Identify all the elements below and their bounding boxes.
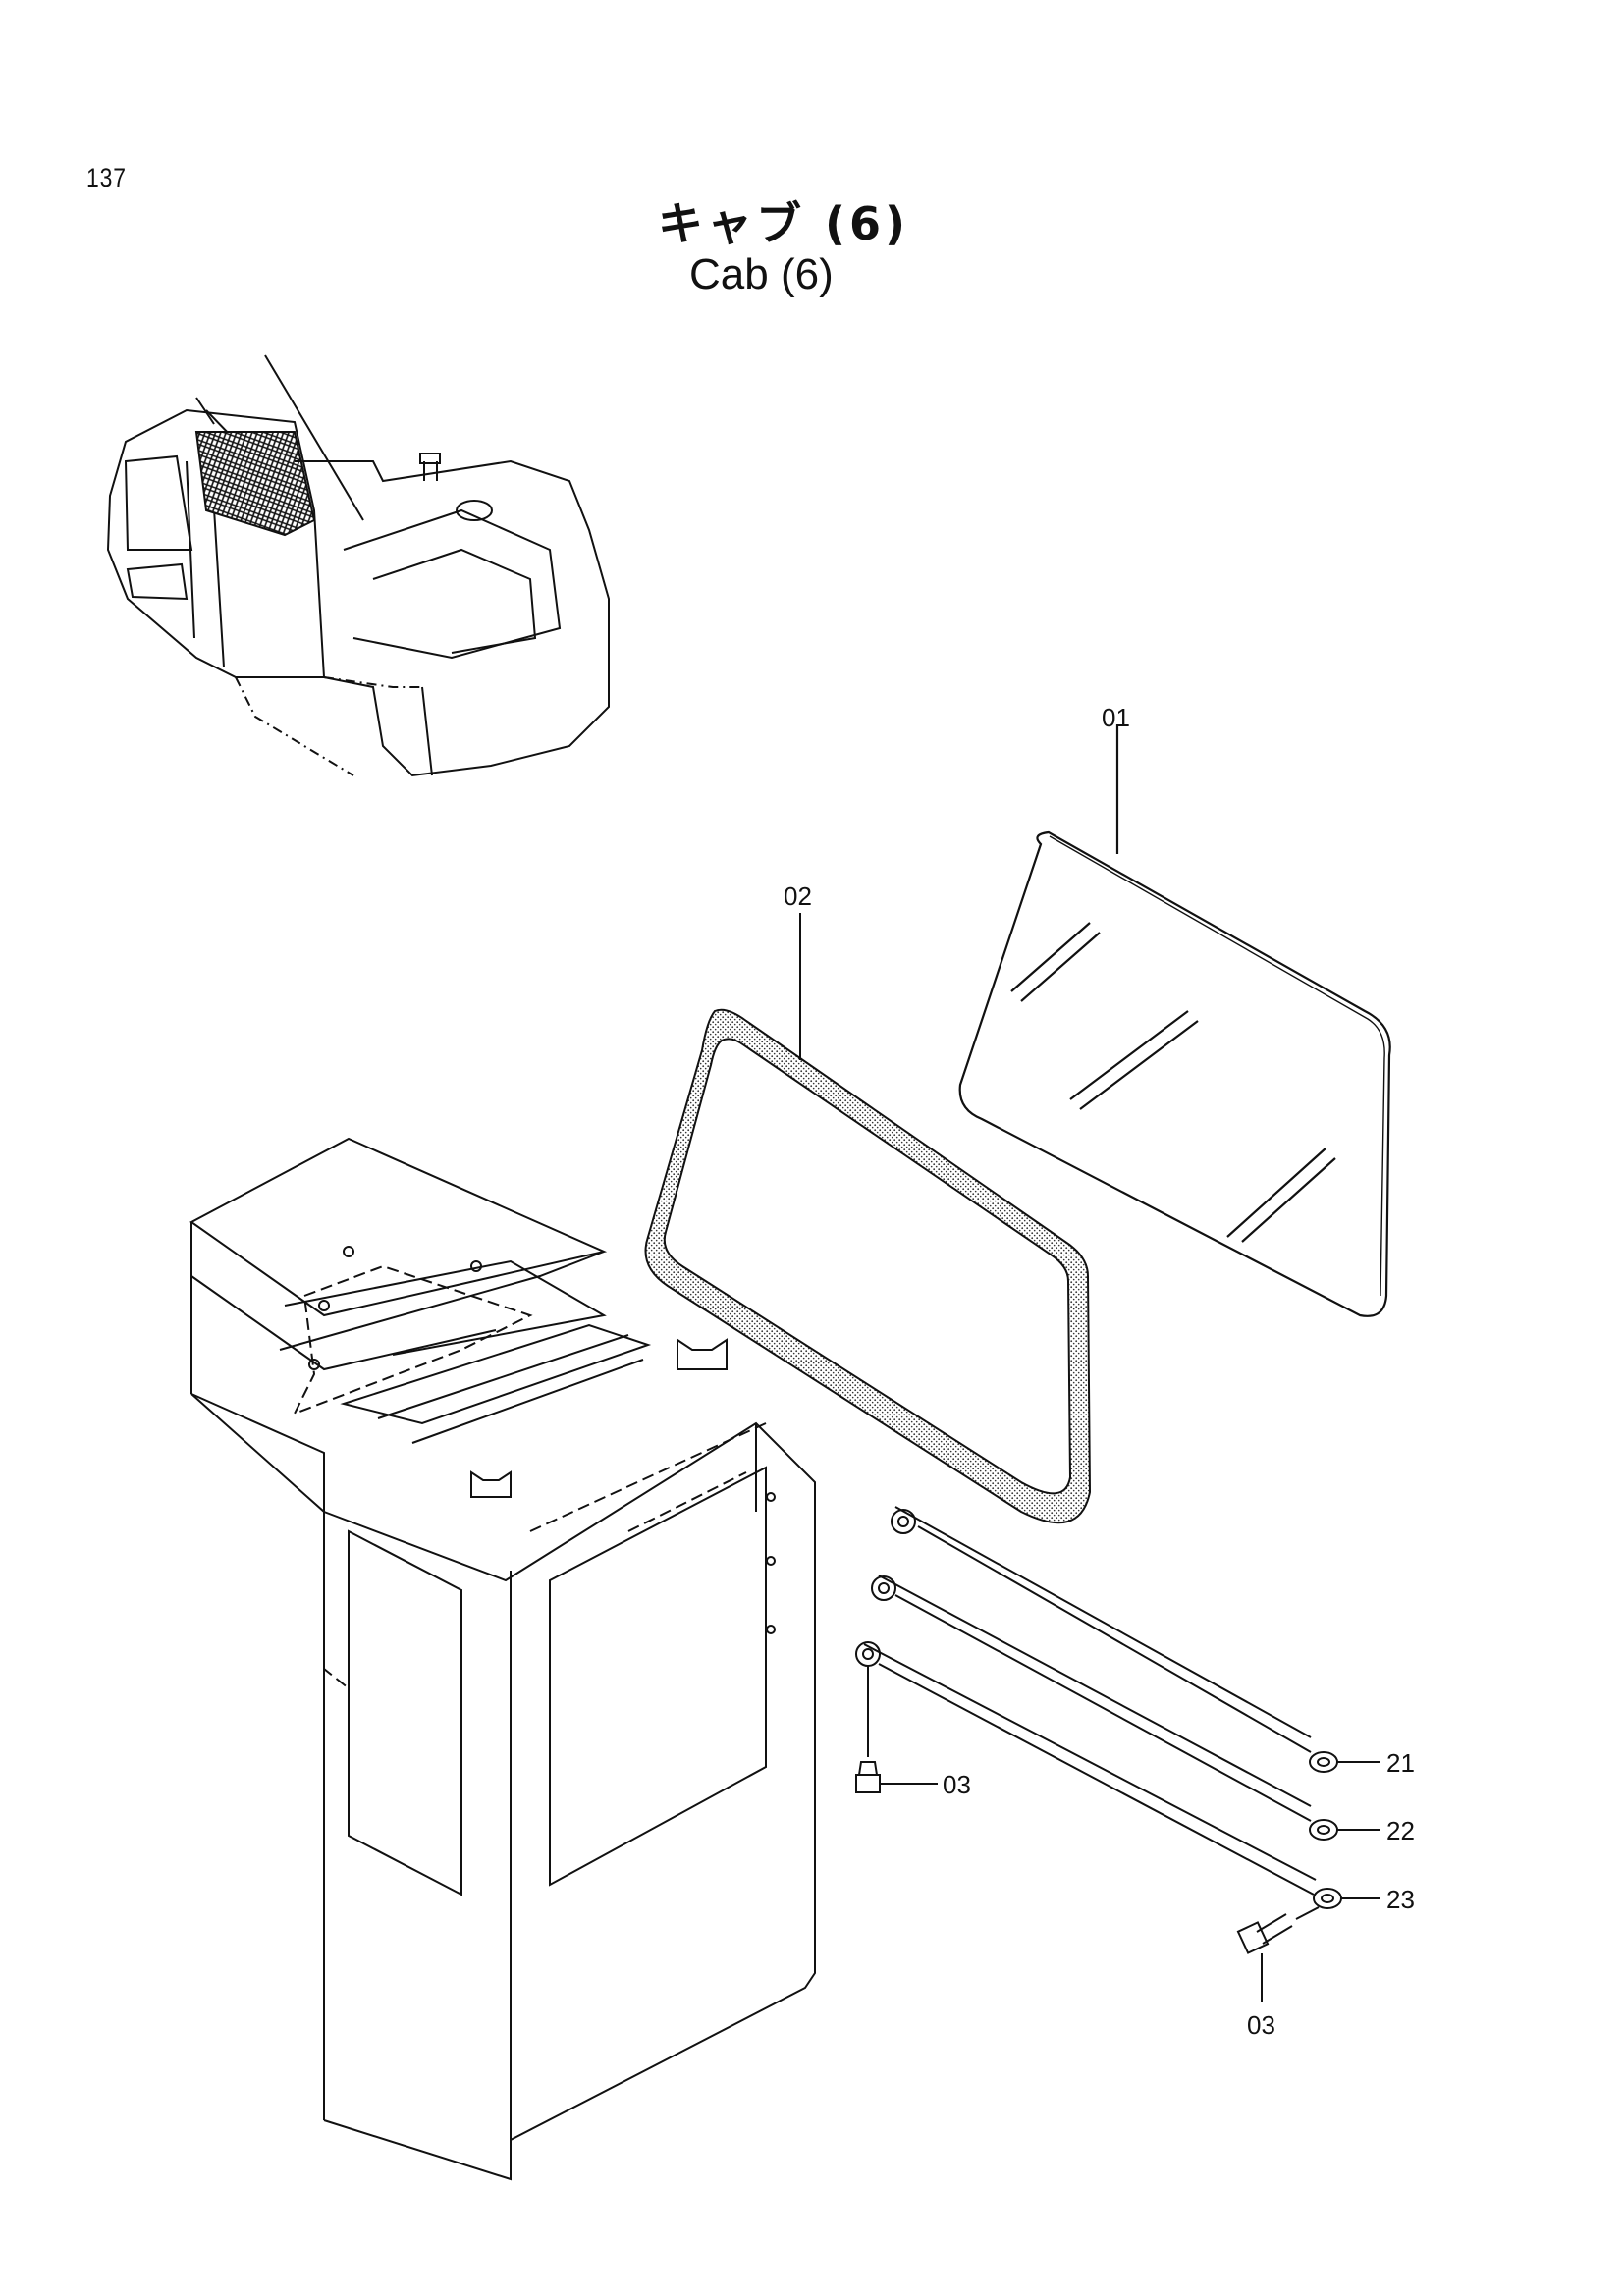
- part-label-03: 03: [943, 1770, 971, 1799]
- part-label-02: 02: [784, 881, 812, 911]
- seal-part-02: [644, 913, 1092, 1524]
- excavator-key-drawing: [106, 354, 610, 777]
- cab-body-drawing: [189, 1137, 816, 2181]
- page-title-japanese: キャブ (6): [658, 197, 910, 250]
- stay-rods: [855, 1506, 1380, 1909]
- part-label-23: 23: [1386, 1885, 1415, 1914]
- part-label-01: 01: [1102, 703, 1130, 732]
- page-title-english: Cab (6): [689, 250, 834, 298]
- part-label-03-lower: 03: [1247, 2010, 1275, 2040]
- page-number: 137: [86, 163, 127, 192]
- part-label-21: 21: [1386, 1748, 1415, 1778]
- part-label-22: 22: [1386, 1816, 1415, 1845]
- glass-part-01: [958, 724, 1391, 1317]
- bolt-part-03: [855, 1666, 1320, 2002]
